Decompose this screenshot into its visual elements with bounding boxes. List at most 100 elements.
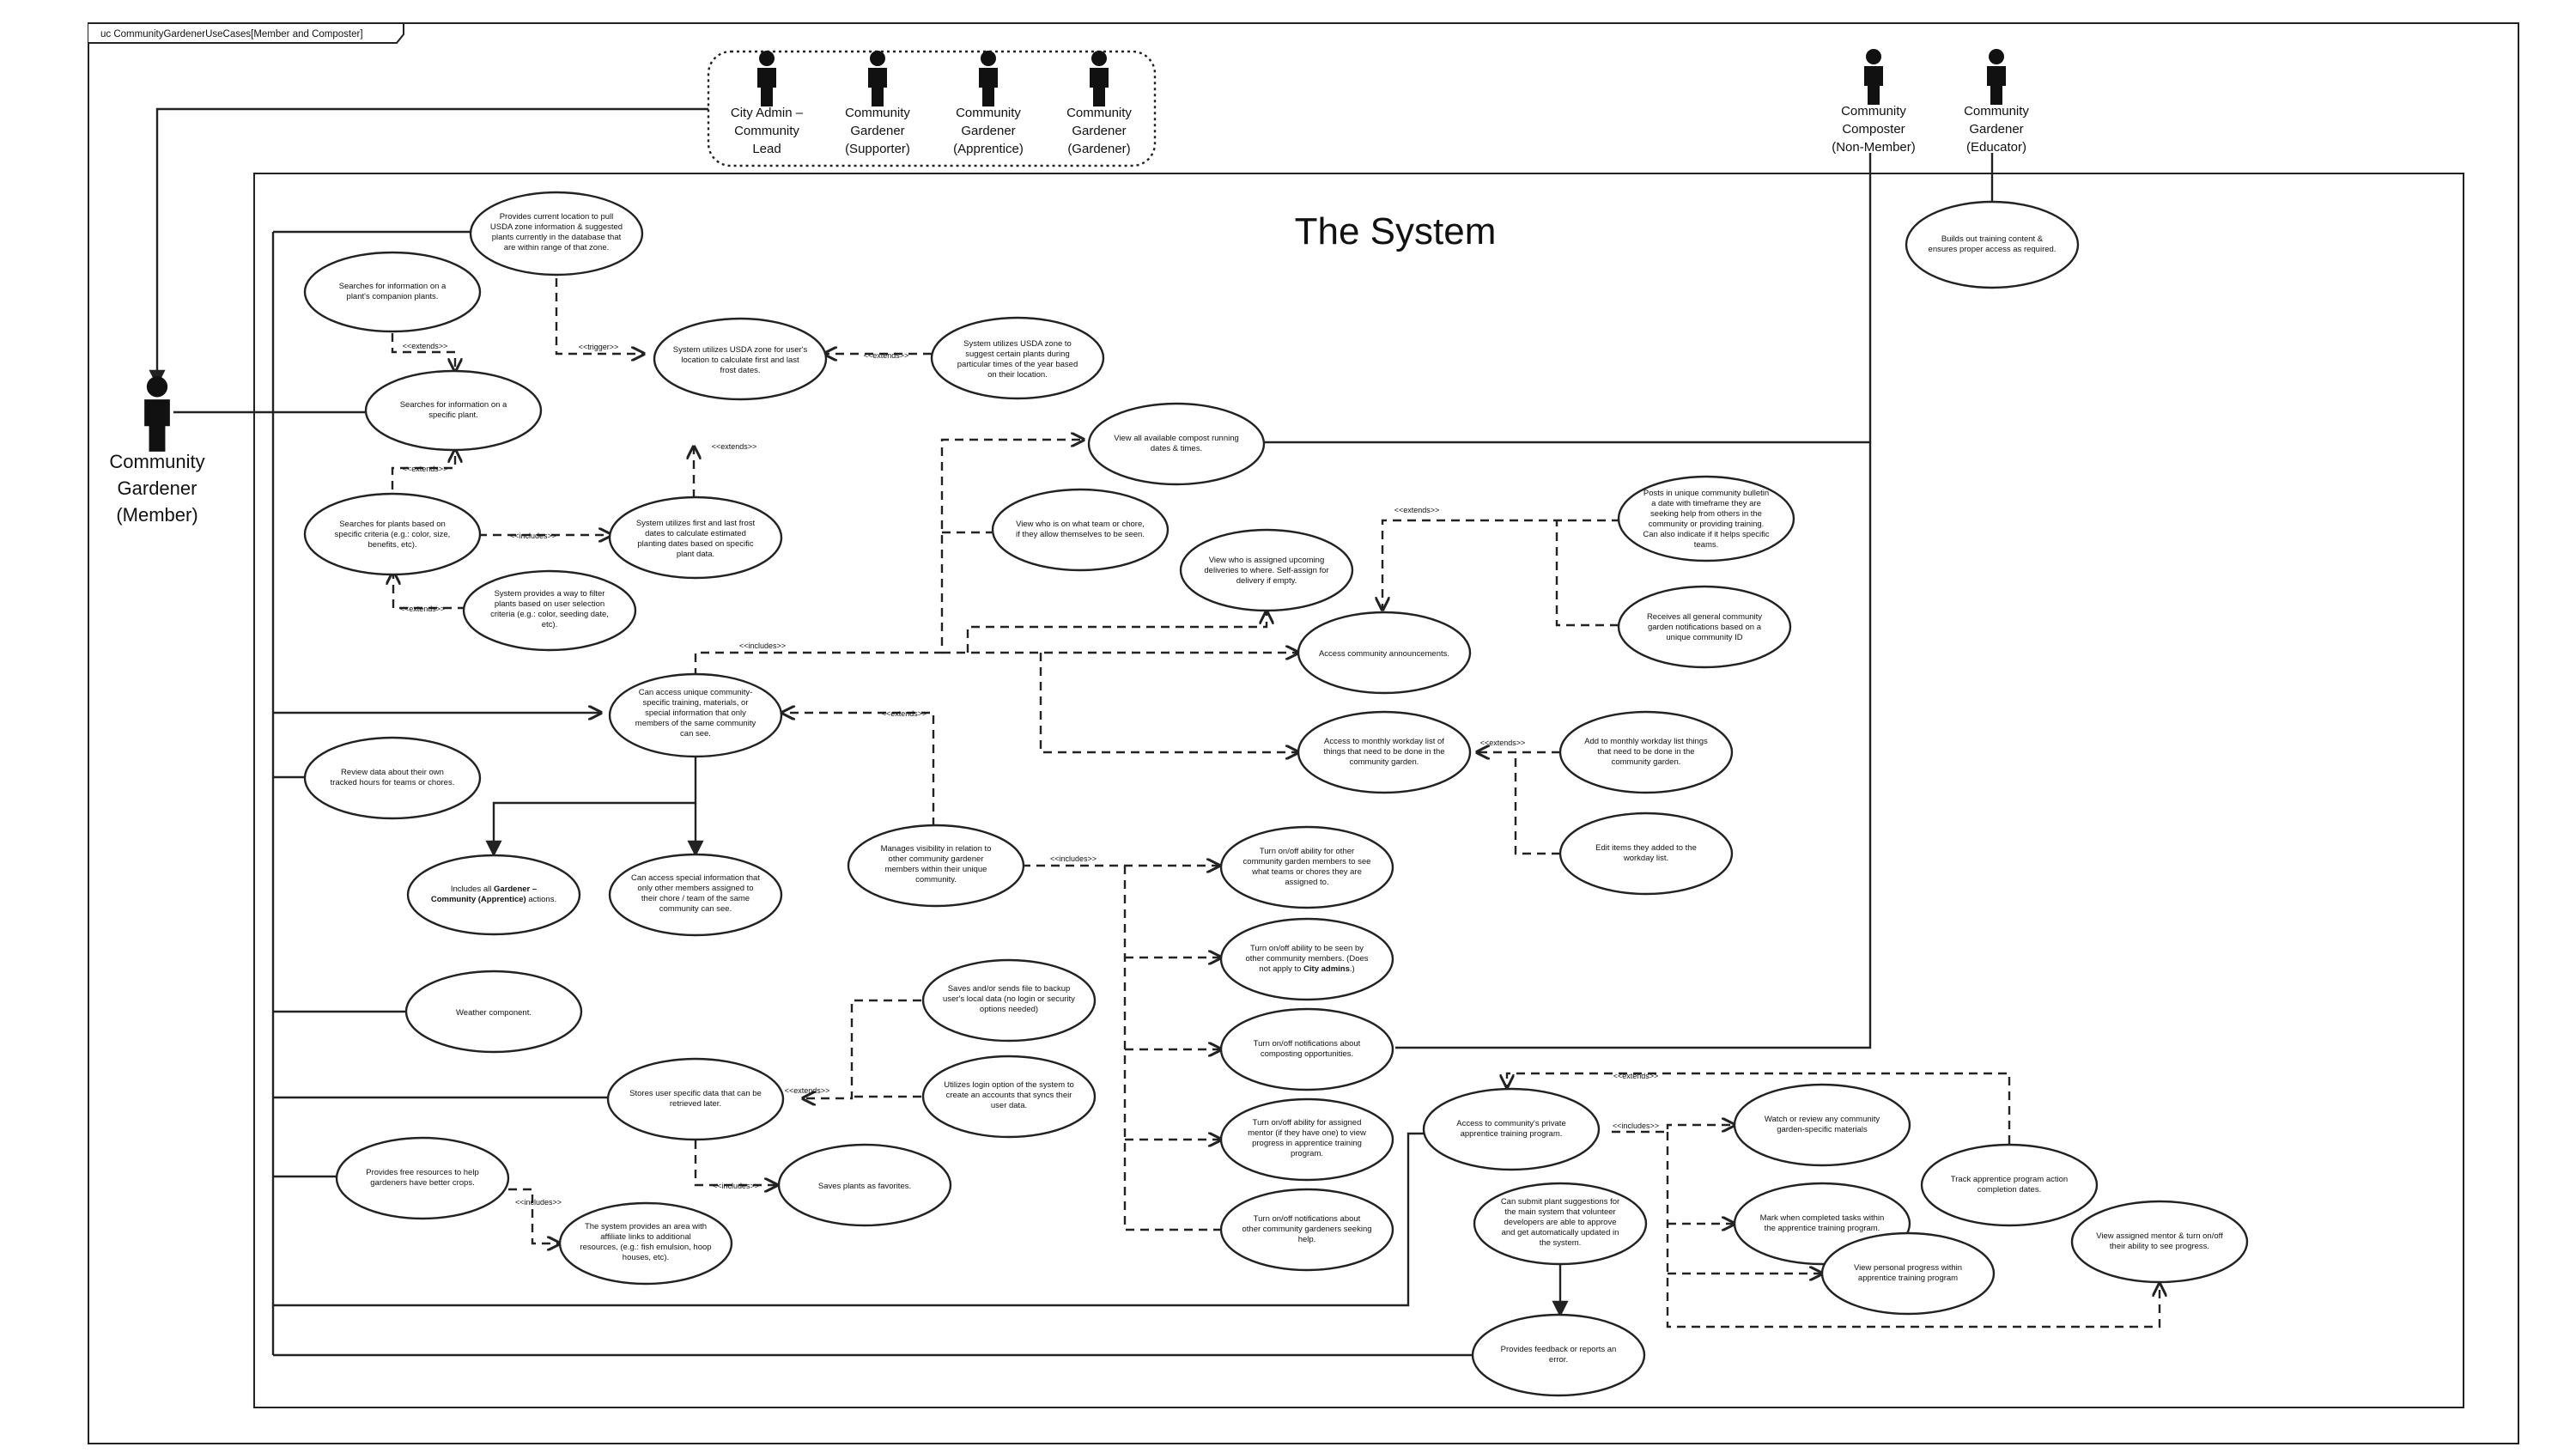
use-case-line: specific plant.: [428, 410, 478, 420]
label-extends: <<extends>>: [882, 709, 927, 718]
use-case-line: criteria (e.g.: color, seeding date,: [490, 610, 609, 619]
use-case: System utilizes USDA zone for user's loc…: [653, 317, 828, 401]
use-case-line: Turn on/off ability for assigned: [1253, 1118, 1362, 1128]
use-case-line: members of the same community: [635, 719, 756, 728]
use-case-line: plant's companion plants.: [347, 292, 439, 301]
use-case-line: if they allow themselves to be seen.: [1016, 530, 1145, 539]
use-case-line: user data.: [991, 1101, 1027, 1110]
associations: [149, 107, 1994, 1357]
use-case: Access to monthly workday list of things…: [1297, 710, 1472, 794]
label-extends: <<extends>>: [712, 442, 757, 451]
use-case-line: Saves and/or sends file to backup: [948, 984, 1071, 994]
use-case: View all available compost running dates…: [1087, 402, 1266, 486]
use-case-line: community or providing training.: [1649, 520, 1765, 529]
use-case-line: other community gardener: [889, 854, 984, 864]
use-case: Can access unique community- specific tr…: [608, 672, 783, 758]
use-case-line: the main system that volunteer: [1504, 1207, 1615, 1217]
use-case-line: View who is assigned upcoming: [1209, 556, 1324, 565]
label-includes: <<includes>>: [1050, 854, 1097, 863]
use-case-line: Edit items they added to the: [1595, 843, 1697, 853]
actor-label: Lead: [752, 142, 781, 156]
use-case-line: teams.: [1694, 540, 1719, 550]
use-case: The system provides an area with affilia…: [558, 1201, 733, 1286]
use-case: Can access special information that only…: [608, 853, 783, 937]
label-extends: <<extends>>: [1613, 1072, 1659, 1080]
use-case-line: community.: [915, 875, 957, 885]
actor-label: Community: [845, 106, 910, 120]
use-case-line: progress in apprentice training: [1252, 1139, 1362, 1148]
label-extends: <<extends>>: [785, 1086, 830, 1095]
use-case-line: benefits, etc).: [368, 540, 416, 550]
use-case: Includes all Gardener – Community (Appre…: [406, 854, 581, 936]
use-case-line: only other members assigned to: [637, 884, 753, 893]
use-case-line: specific criteria (e.g.: color, size,: [335, 530, 451, 539]
stereotype-labels: <<extends>> <<trigger>> <<extends>> <<ex…: [400, 342, 1659, 1207]
label-includes: <<includes>>: [515, 1198, 562, 1207]
use-case: Turn on/off ability to be seen by other …: [1219, 917, 1394, 1001]
use-case-line: planting dates based on specific: [637, 539, 753, 549]
use-case-line: Access community announcements.: [1319, 649, 1449, 659]
use-case: Utilizes login option of the system to c…: [921, 1055, 1097, 1139]
use-case-line: System utilizes USDA zone to: [963, 339, 1072, 349]
text-part: Includes all: [451, 885, 494, 894]
use-case-line: members within their unique: [885, 865, 987, 874]
use-case-line: retrieved later.: [670, 1099, 721, 1109]
use-case: View assigned mentor & turn on/off their…: [2070, 1200, 2249, 1284]
label-extends: <<extends>>: [403, 465, 448, 473]
use-case-line: composting opportunities.: [1261, 1049, 1353, 1059]
text-part: City admins: [1303, 964, 1350, 974]
label-includes: <<includes>>: [1613, 1122, 1659, 1130]
use-case: Manages visibility in relation to other …: [847, 824, 1025, 908]
use-case: System utilizes first and last frost dat…: [608, 495, 783, 580]
use-case-line: particular times of the year based: [957, 360, 1078, 369]
use-case-line: frost dates.: [720, 366, 761, 375]
actor-apprentice: Community Gardener (Apprentice): [953, 51, 1024, 156]
use-case-line: garden-specific materials: [1777, 1125, 1868, 1134]
actor-label: (Non-Member): [1832, 140, 1916, 155]
use-case: Saves plants as favorites.: [777, 1143, 952, 1227]
actor-label: Community: [109, 451, 204, 472]
use-case-line: community garden members to see: [1243, 857, 1371, 866]
use-case-line: their chore / team of the same: [641, 894, 750, 903]
actor-label: Community: [1066, 106, 1132, 120]
use-case-line: assigned to.: [1285, 878, 1328, 887]
use-case-line: houses, etc).: [623, 1253, 669, 1262]
actor-educator: Community Gardener (Educator): [1964, 49, 2029, 155]
use-case-line: Provides free resources to help: [366, 1168, 478, 1177]
label-extends: <<extends>>: [1394, 506, 1440, 514]
use-case-line: workday list.: [1623, 854, 1668, 863]
use-case-line: error.: [1549, 1355, 1568, 1365]
use-case: Builds out training content & ensures pr…: [1905, 200, 2080, 289]
use-case: Access community announcements.: [1297, 611, 1472, 695]
use-case-line: Review data about their own: [341, 768, 444, 777]
use-case-line: create an accounts that syncs their: [946, 1091, 1072, 1100]
use-case-line: etc).: [542, 620, 557, 629]
use-case-line: Track apprentice program action: [1951, 1175, 2068, 1184]
use-case: Turn on/off notifications about composti…: [1219, 1007, 1394, 1091]
use-case-line: their ability to see progress.: [2110, 1242, 2209, 1251]
use-case-line: other community gardeners seeking: [1242, 1225, 1371, 1234]
use-case-line: Can access unique community-: [639, 688, 753, 697]
use-case-line: System provides a way to filter: [495, 589, 605, 599]
use-case-line: dates & times.: [1151, 444, 1202, 453]
actor-label: (Educator): [1966, 140, 2026, 155]
use-case-line: deliveries to where. Self-assign for: [1204, 566, 1328, 575]
use-case-line: Provides current location to pull: [500, 212, 614, 222]
use-case-line: what teams or chores they are: [1251, 867, 1362, 877]
use-case-line: dates to calculate estimated: [645, 529, 746, 538]
use-case: Turn on/off notifications about other co…: [1219, 1188, 1394, 1272]
use-case-line: Access to community's private: [1456, 1119, 1565, 1128]
use-case-line: the system.: [1540, 1238, 1582, 1248]
label-trigger: <<trigger>>: [579, 343, 619, 351]
use-case-line: Receives all general community: [1647, 612, 1762, 622]
use-case: View personal progress within apprentice…: [1820, 1231, 1996, 1316]
system-title: The System: [1295, 210, 1497, 252]
use-case-line: View all available compost running: [1114, 434, 1239, 443]
use-case-line: System utilizes USDA zone for user's: [673, 345, 808, 355]
use-case-line: Can access special information that: [631, 873, 760, 883]
use-case-line: Includes all Gardener –: [451, 885, 537, 894]
use-case: Weather component.: [404, 970, 583, 1054]
actor-label: Community: [956, 106, 1021, 120]
use-case: Edit items they added to the workday lis…: [1558, 812, 1734, 896]
use-case-line: Saves plants as favorites.: [818, 1182, 911, 1191]
